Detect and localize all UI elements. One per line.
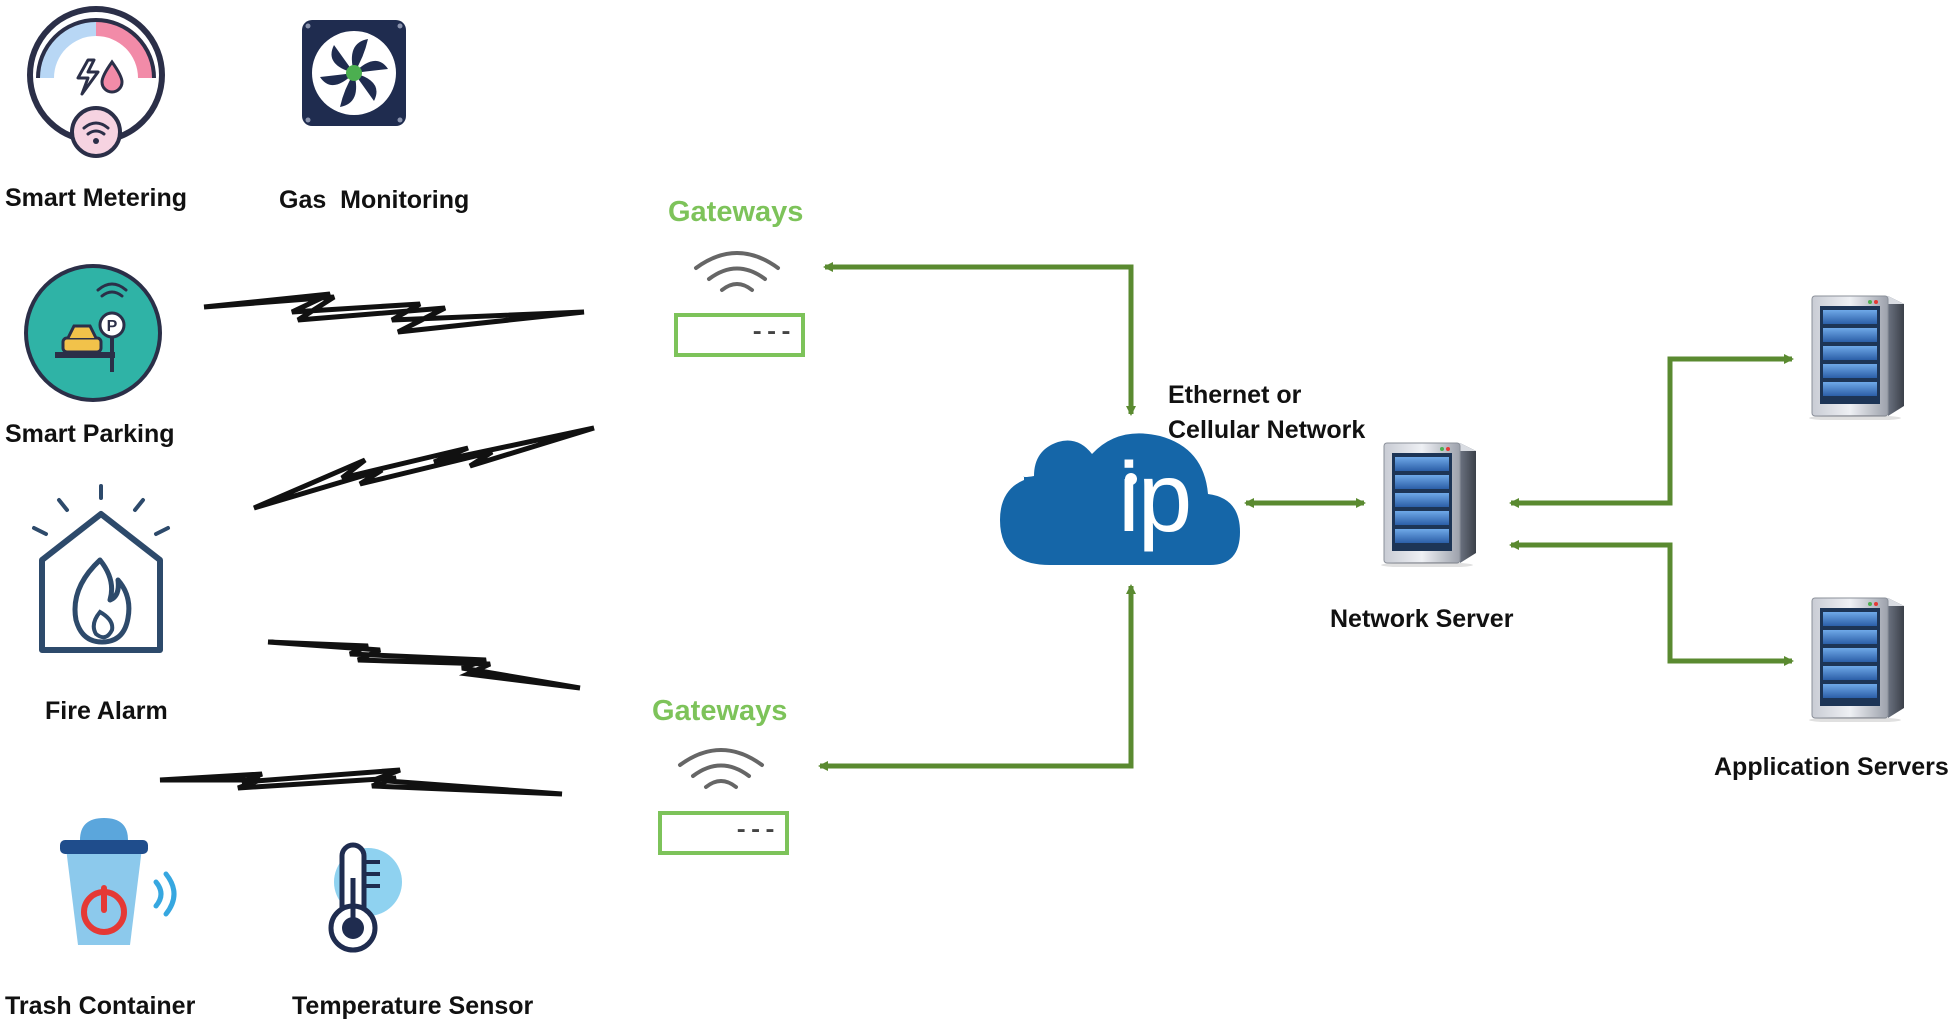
radio-links — [159, 291, 595, 797]
server-icon — [1808, 295, 1905, 420]
label-ethernet-line2: Cellular Network — [1168, 416, 1366, 444]
arrow-gateway-top — [823, 262, 1134, 407]
label-gateways-top: Gateways — [668, 196, 804, 228]
server-icon — [1380, 442, 1477, 567]
arrow-ns-to-app-top — [1520, 354, 1794, 506]
label-network-server: Network Server — [1330, 605, 1514, 633]
label-smart-metering: Smart Metering — [5, 184, 187, 212]
server-icon — [1808, 597, 1905, 722]
fire-alarm-icon — [32, 484, 170, 653]
radio-link-3 — [267, 639, 581, 691]
smart-meter-icon — [27, 6, 165, 158]
radio-link-1 — [203, 291, 585, 335]
svg-text:P: P — [107, 318, 118, 335]
gateway-bottom — [658, 748, 789, 855]
trash-container-icon — [60, 818, 177, 945]
thermometer-icon — [328, 842, 402, 953]
gateway-display-bottom: --- — [734, 818, 778, 845]
label-trash-container: Trash Container — [5, 992, 196, 1020]
gas-fan-icon — [302, 20, 406, 126]
label-ethernet-line1: Ethernet or — [1168, 381, 1302, 409]
arrow-ns-to-app-bottom — [1520, 542, 1794, 666]
ip-cloud-icon — [1000, 433, 1240, 565]
connection-arrows — [818, 262, 1794, 771]
parking-icon: P — [24, 264, 162, 402]
label-smart-parking: Smart Parking — [5, 420, 175, 448]
arrow-gateway-bottom — [818, 640, 1134, 771]
wifi-icon — [678, 748, 764, 789]
cloud-ip-text: ip — [1118, 442, 1192, 552]
label-fire-alarm: Fire Alarm — [45, 697, 168, 725]
wifi-icon — [694, 251, 780, 292]
radio-link-2 — [253, 425, 595, 511]
gateway-display-top: --- — [750, 320, 794, 347]
label-temperature-sensor: Temperature Sensor — [292, 992, 534, 1020]
radio-link-4 — [159, 767, 563, 797]
gateway-top — [674, 251, 805, 357]
label-gas-monitoring: Gas Monitoring — [279, 186, 470, 214]
label-application-servers: Application Servers — [1714, 753, 1949, 781]
label-gateways-bottom: Gateways — [652, 695, 788, 727]
